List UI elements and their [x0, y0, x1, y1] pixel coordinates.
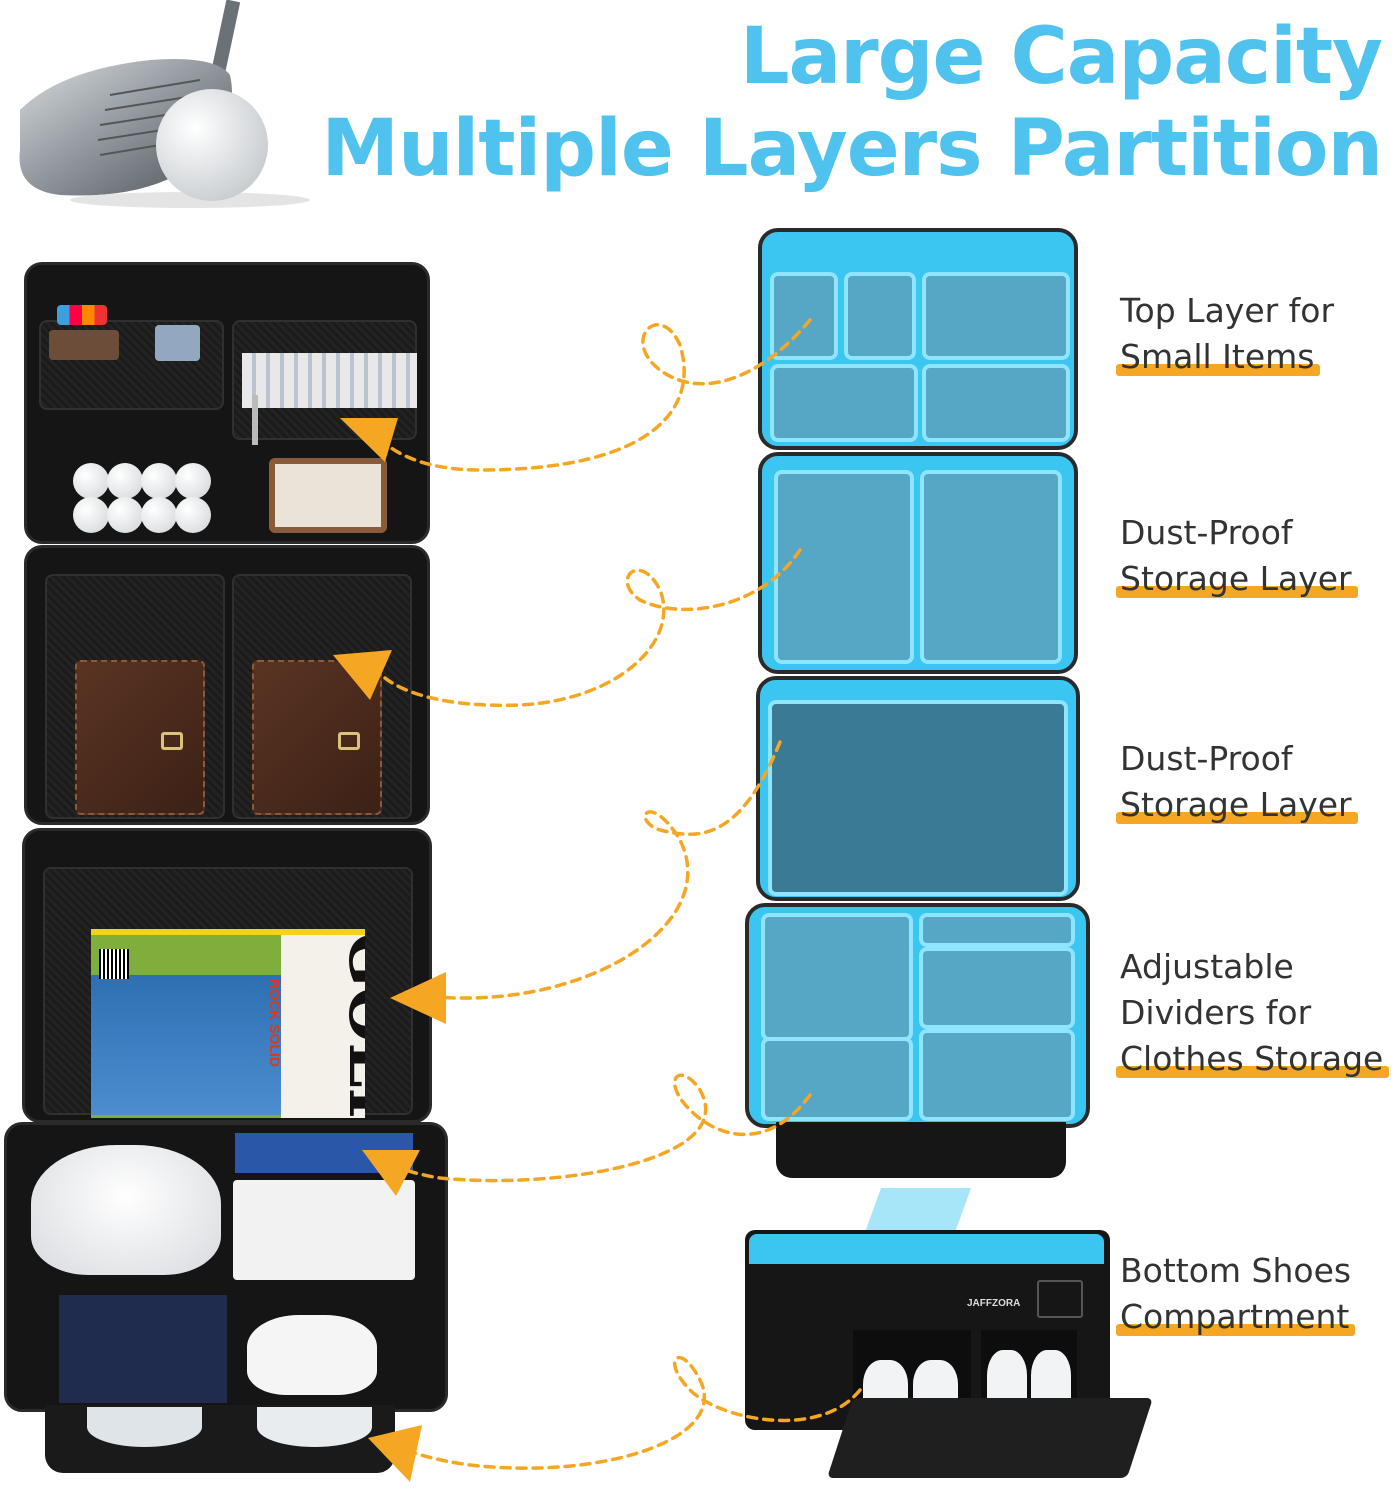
organizer-lid [749, 1234, 1104, 1264]
right-third-layer [756, 676, 1080, 901]
feature-dust-proof-1: Dust-Proof Storage Layer [1116, 510, 1358, 602]
right-second-layer [758, 452, 1078, 674]
left-shoe-compartment [45, 1405, 395, 1473]
feature-dust-proof-2: Dust-Proof Storage Layer [1116, 736, 1358, 828]
left-second-layer [24, 545, 430, 825]
feature-1-line-2: Small Items [1115, 334, 1321, 380]
golf-ball-icon [156, 89, 268, 201]
feature-top-layer: Top Layer for Small Items [1115, 288, 1335, 380]
glove [247, 1315, 377, 1395]
feature-shoes: Bottom Shoes Compartment [1115, 1248, 1356, 1340]
wallet-left [75, 660, 205, 815]
towel-rows [242, 353, 417, 408]
white-shirt [233, 1180, 415, 1280]
left-third-layer: GOLF ROCK SOLID [22, 828, 432, 1123]
magazine-right-panel [281, 935, 365, 1118]
leather-pouch [49, 330, 119, 360]
headline-line-2: Multiple Layers Partition [321, 104, 1383, 194]
right-base-tray [776, 1122, 1066, 1178]
magazine-photo [91, 975, 281, 1115]
balls-group [73, 463, 213, 543]
arrow-icon [333, 418, 446, 1482]
magazine-barcode [99, 949, 129, 979]
feature-2-line-2: Storage Layer [1116, 556, 1358, 602]
brand-label: JAFFZORA [967, 1298, 1021, 1309]
feature-1-line-1: Top Layer for [1120, 291, 1335, 330]
keys [252, 395, 282, 445]
feature-dividers: Adjustable Dividers for Clothes Storage [1115, 944, 1390, 1082]
feature-3-line-2: Storage Layer [1116, 782, 1358, 828]
left-top-layer [24, 262, 430, 544]
left-bottom-layer [4, 1122, 448, 1412]
feature-5-line-2: Compartment [1115, 1294, 1356, 1340]
feature-3-line-1: Dust-Proof [1120, 739, 1293, 778]
golf-magazine: GOLF ROCK SOLID [91, 929, 365, 1118]
tees [57, 305, 107, 325]
right-fourth-layer [745, 903, 1090, 1128]
pants [59, 1295, 227, 1403]
right-top-layer [758, 228, 1078, 450]
cap [31, 1145, 221, 1275]
card [155, 325, 200, 361]
golf-club-icon [19, 0, 310, 208]
headline-line-1: Large Capacity [739, 12, 1383, 102]
scorecard [269, 458, 387, 533]
feature-4-line-2: Dividers for [1120, 993, 1312, 1032]
card-holder [1037, 1280, 1083, 1318]
feature-4-line-1: Adjustable [1120, 947, 1294, 986]
golf-club-illustration [0, 0, 360, 215]
feature-5-line-1: Bottom Shoes [1120, 1251, 1352, 1290]
feature-4-line-3: Clothes Storage [1115, 1036, 1390, 1082]
feature-2-line-1: Dust-Proof [1120, 513, 1293, 552]
